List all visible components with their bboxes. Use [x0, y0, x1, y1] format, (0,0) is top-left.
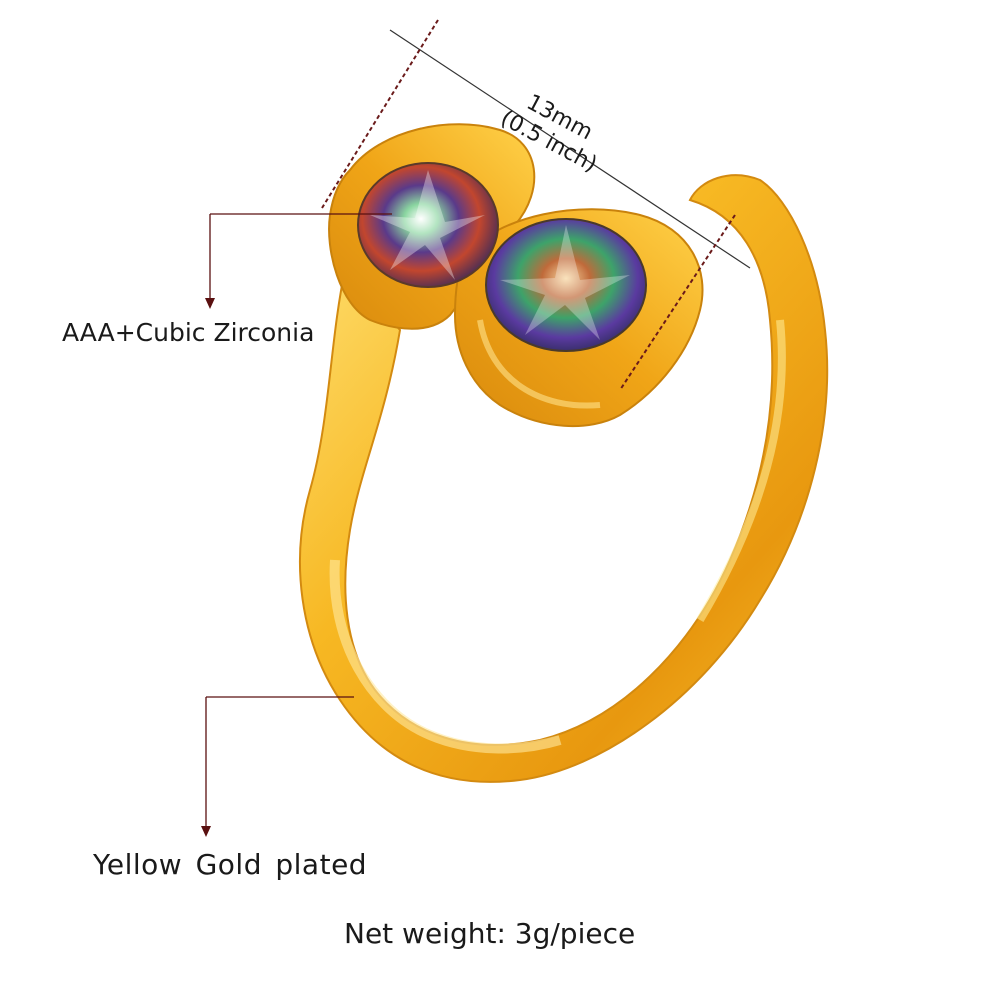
weight-label: Net weight: 3g/piece	[344, 917, 636, 950]
gemstone-left	[357, 162, 499, 288]
gemstone-right	[485, 218, 647, 352]
stone-label: AAA+Cubic Zirconia	[62, 318, 315, 347]
ring-band	[299, 174, 829, 783]
leader-stone	[205, 213, 392, 309]
dimension-markers	[321, 19, 751, 391]
plating-label: Yellow Gold plated	[93, 848, 368, 881]
leader-plating	[201, 696, 354, 837]
